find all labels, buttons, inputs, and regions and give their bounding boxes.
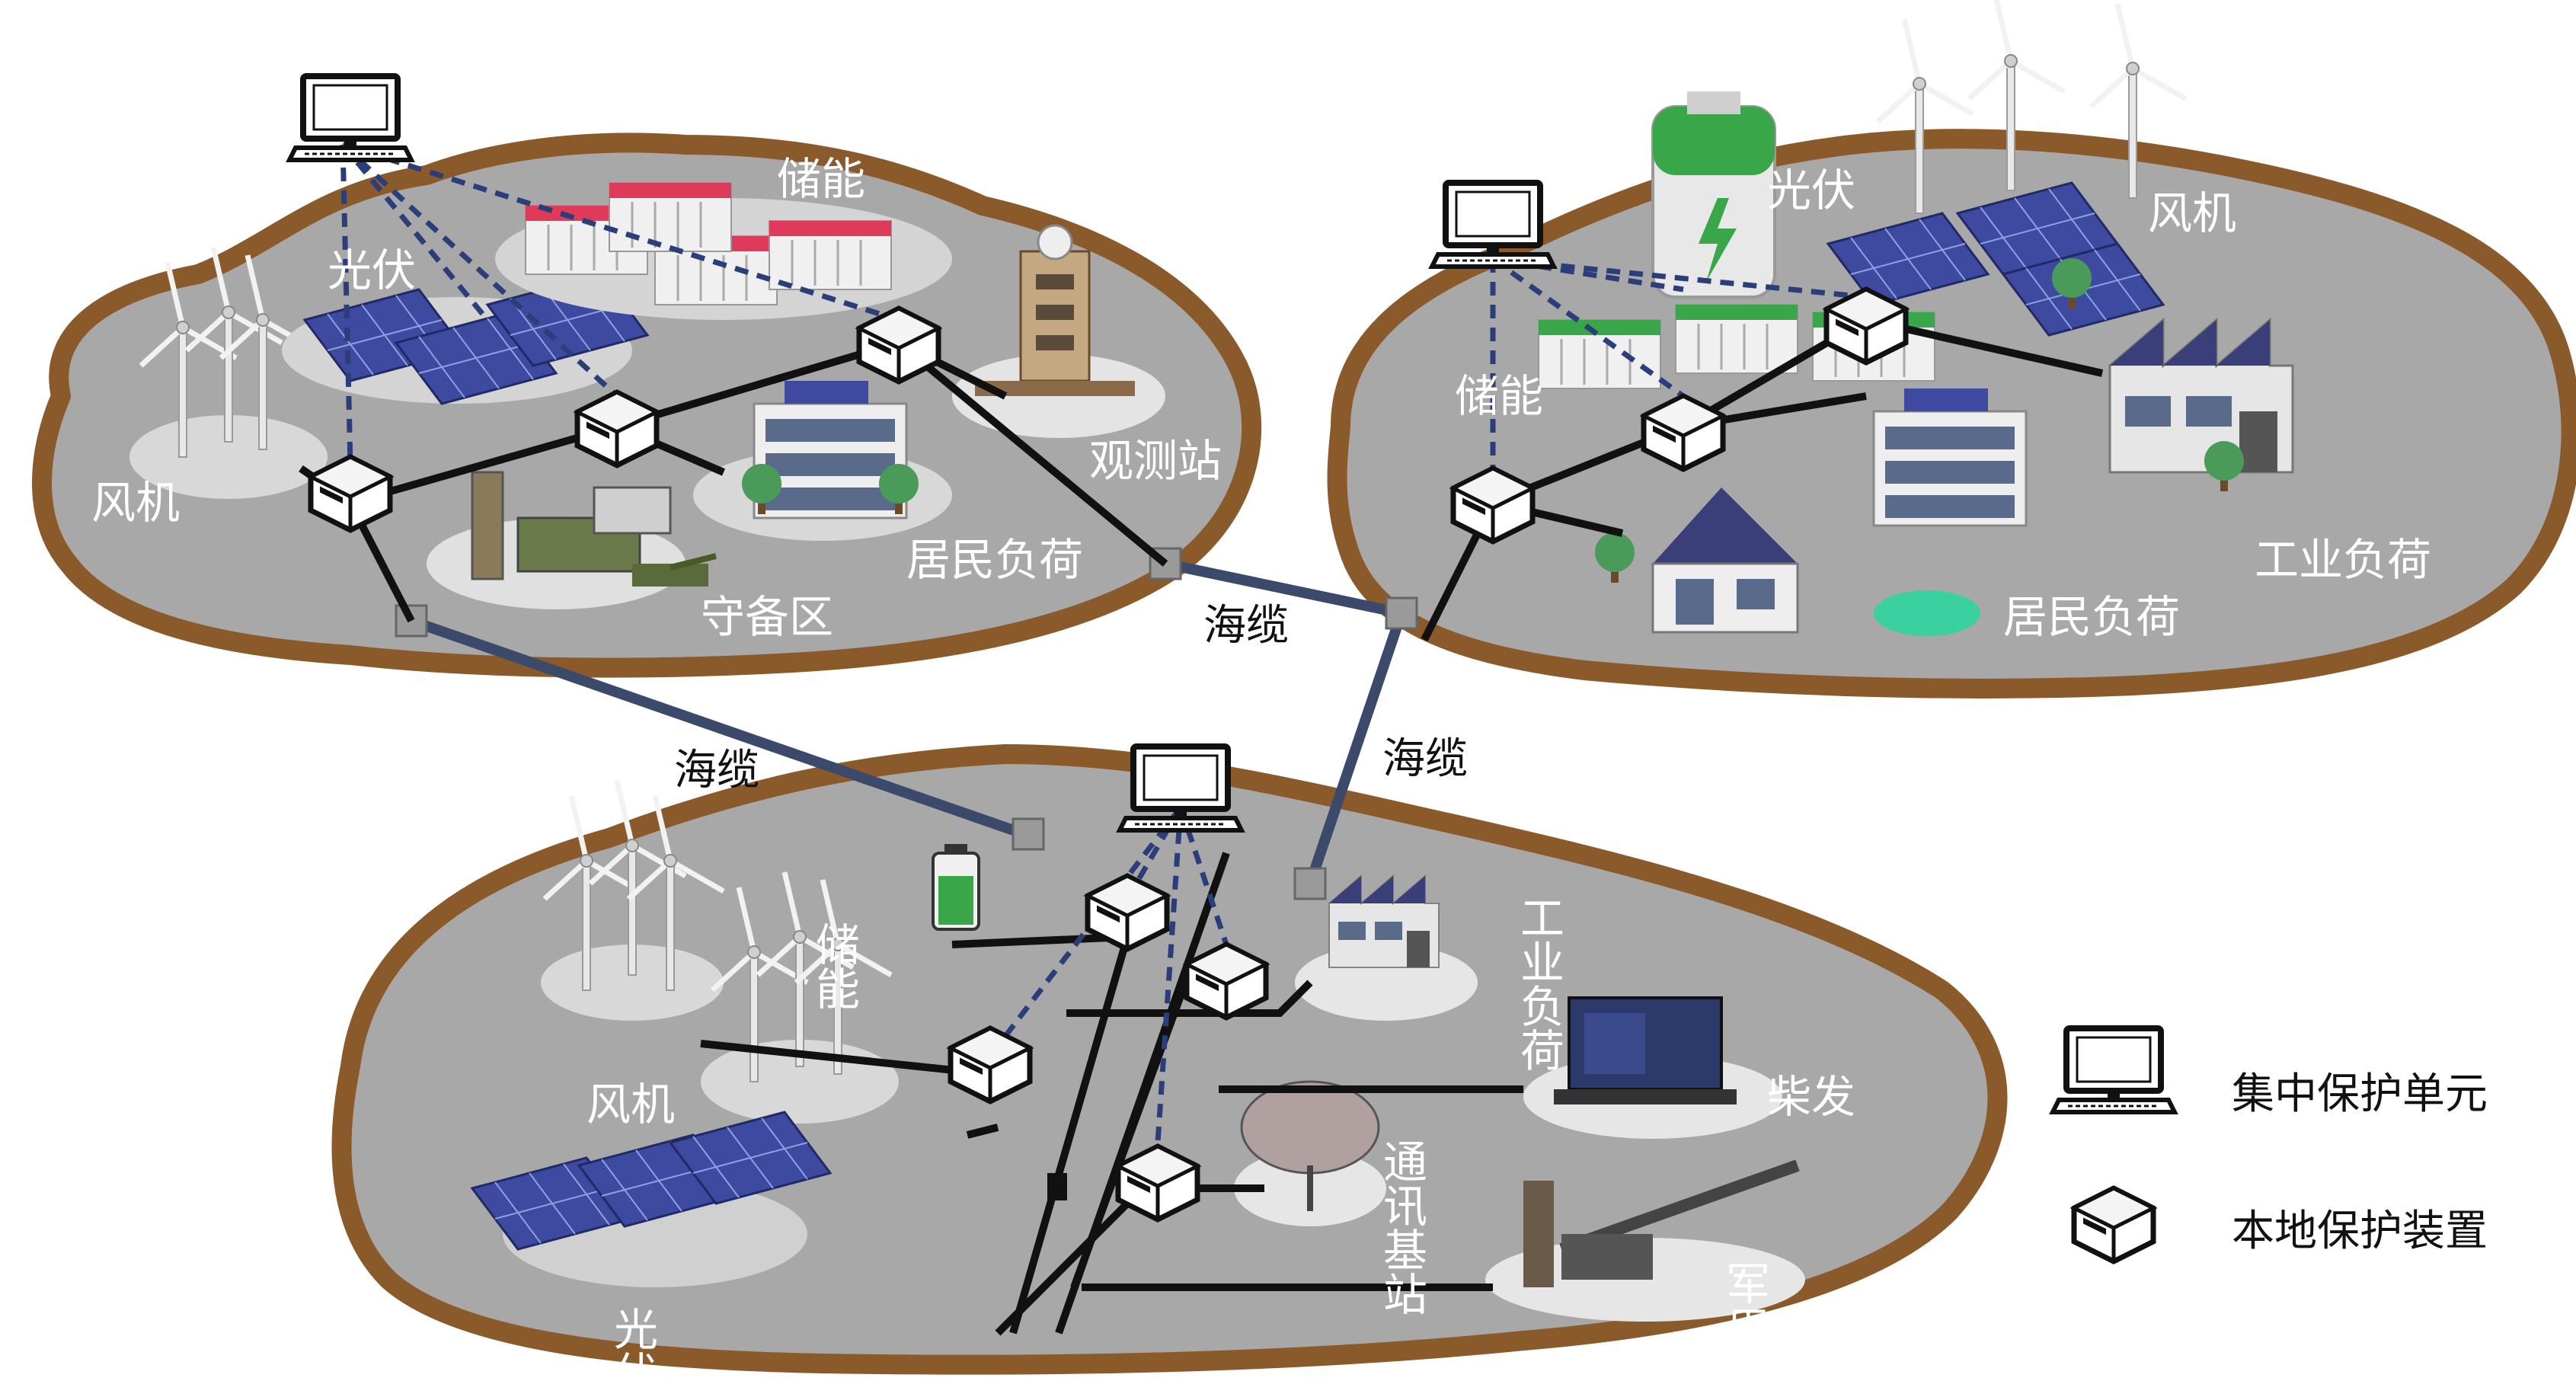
right-label-wind: 风机 <box>2148 187 2236 239</box>
right-label-storage: 储能 <box>1455 370 1543 422</box>
legend-local-device: 本地保护装置 <box>2232 1207 2488 1256</box>
right-island-assets <box>1537 0 2294 636</box>
bottom-label-industrial: 工业负荷 <box>1513 895 1564 1072</box>
left-label-storage: 储能 <box>777 153 865 205</box>
cable-label-right: 海缆 <box>1382 734 1468 784</box>
bottom-label-diesel: 柴发 <box>1767 1071 1855 1123</box>
bottom-label-wind: 风机 <box>586 1079 675 1130</box>
central-unit-bottom <box>1120 746 1242 830</box>
computer-terminal-icon <box>2053 1028 2175 1112</box>
left-label-residential: 居民负荷 <box>906 534 1083 586</box>
legend-central-unit: 集中保护单元 <box>2232 1069 2488 1119</box>
left-label-wind: 风机 <box>91 477 180 529</box>
local-device-bottom-4 <box>1118 1146 1197 1220</box>
cable-label-left: 海缆 <box>674 746 759 795</box>
left-label-observatory: 观测站 <box>1089 435 1222 487</box>
bottom-label-storage: 储能 <box>808 922 860 1010</box>
cable-label-top: 海缆 <box>1203 601 1289 651</box>
local-device-left-1 <box>311 457 390 530</box>
local-device-right-1 <box>1453 468 1532 542</box>
local-device-right-3 <box>1827 289 1906 363</box>
left-island-assets <box>129 181 1165 609</box>
central-unit-left <box>289 76 411 160</box>
left-label-pv: 光伏 <box>328 245 416 296</box>
left-label-garrison: 守备区 <box>701 591 833 643</box>
local-device-bottom-1 <box>1088 876 1167 949</box>
right-label-pv: 光伏 <box>1767 165 1855 216</box>
local-device-bottom-2 <box>1187 945 1266 1018</box>
local-device-right-2 <box>1644 396 1723 469</box>
local-device-left-3 <box>859 308 938 382</box>
power-lines <box>299 316 2104 1336</box>
local-device-bottom-3 <box>951 1028 1030 1101</box>
bottom-label-pv: 光伏 <box>606 1306 658 1381</box>
breaker-bottom <box>1047 1173 1067 1200</box>
bottom-island-assets <box>471 781 1805 1322</box>
central-unit-right <box>1432 183 1554 267</box>
protection-device-icon <box>2074 1188 2153 1261</box>
bottom-label-comm-station: 通讯基站 <box>1376 1139 1427 1315</box>
bottom-label-military: 军用负荷 <box>1718 1261 1770 1381</box>
right-label-residential: 居民负荷 <box>2003 591 2180 643</box>
right-label-industrial: 工业负荷 <box>2255 534 2431 586</box>
submarine-cables <box>395 547 1418 900</box>
local-device-left-2 <box>577 392 657 465</box>
legend: 集中保护单元 本地保护装置 <box>2053 1028 2488 1261</box>
